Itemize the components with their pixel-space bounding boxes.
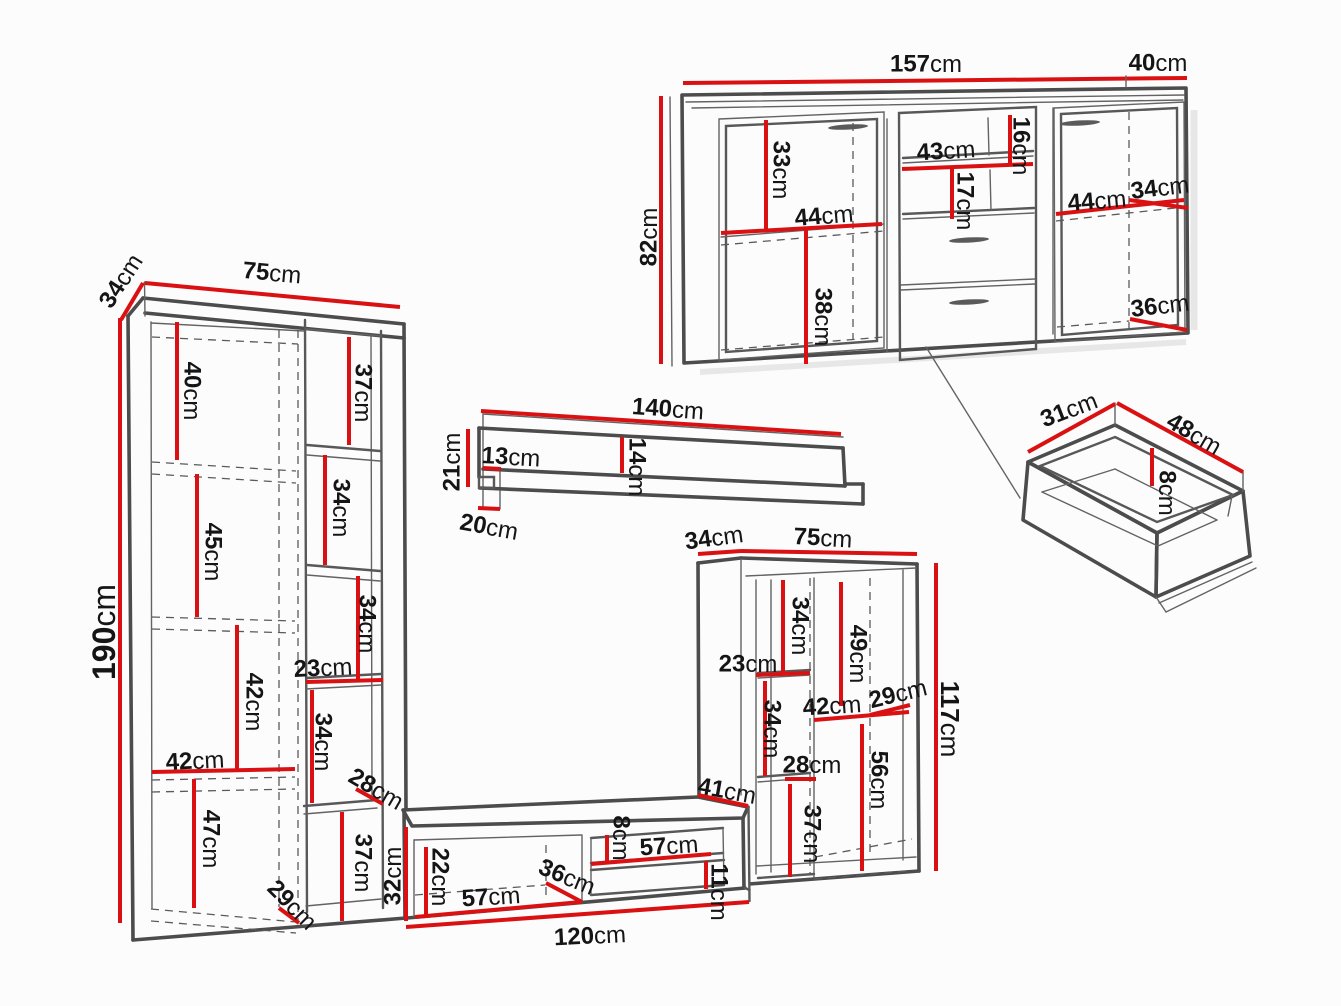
svg-text:157cm: 157cm [890,51,962,78]
svg-text:33cm: 33cm [768,141,795,200]
svg-text:22cm: 22cm [427,848,454,907]
svg-text:36cm: 36cm [1129,289,1191,323]
svg-text:16cm: 16cm [1008,117,1035,176]
svg-text:23cm: 23cm [719,651,778,678]
svg-text:57cm: 57cm [461,881,521,912]
svg-text:42cm: 42cm [802,690,862,721]
svg-text:49cm: 49cm [845,625,872,684]
svg-text:14cm: 14cm [624,438,651,497]
svg-text:17cm: 17cm [952,172,979,231]
svg-text:75cm: 75cm [793,523,853,553]
svg-text:140cm: 140cm [631,393,705,425]
svg-text:42cm: 42cm [241,673,268,732]
svg-text:11cm: 11cm [706,863,733,920]
svg-text:34cm: 34cm [354,595,381,654]
svg-text:47cm: 47cm [198,810,225,869]
svg-text:37cm: 37cm [350,364,377,423]
svg-text:75cm: 75cm [242,257,303,289]
svg-text:28cm: 28cm [783,752,842,779]
svg-text:34cm: 34cm [683,521,745,556]
svg-text:34cm: 34cm [759,700,786,759]
svg-text:120cm: 120cm [553,921,626,952]
svg-text:34cm: 34cm [328,479,355,538]
svg-text:32cm: 32cm [380,847,407,906]
svg-text:8cm: 8cm [608,815,635,860]
svg-text:20cm: 20cm [458,509,520,546]
svg-text:37cm: 37cm [799,805,826,864]
svg-text:42cm: 42cm [165,746,225,776]
svg-text:43cm: 43cm [916,135,976,166]
svg-text:34cm: 34cm [310,713,337,772]
svg-text:21cm: 21cm [439,433,466,492]
svg-text:40cm: 40cm [179,362,206,421]
svg-text:56cm: 56cm [866,751,893,810]
svg-text:44cm: 44cm [794,200,855,232]
svg-text:45cm: 45cm [200,523,227,582]
svg-text:40cm: 40cm [1129,50,1188,77]
svg-text:37cm: 37cm [350,834,377,893]
svg-text:13cm: 13cm [481,442,541,472]
svg-text:41cm: 41cm [696,773,758,810]
svg-text:57cm: 57cm [639,830,699,861]
svg-text:8cm: 8cm [1154,470,1181,515]
svg-text:31cm: 31cm [1037,387,1101,433]
svg-text:23cm: 23cm [293,653,353,683]
svg-text:38cm: 38cm [810,288,837,347]
svg-text:34cm: 34cm [1129,171,1191,205]
svg-text:190cm: 190cm [86,584,122,680]
svg-text:117cm: 117cm [935,681,965,758]
svg-text:44cm: 44cm [1067,185,1128,217]
svg-text:82cm: 82cm [636,208,663,267]
svg-text:34cm: 34cm [787,597,814,656]
